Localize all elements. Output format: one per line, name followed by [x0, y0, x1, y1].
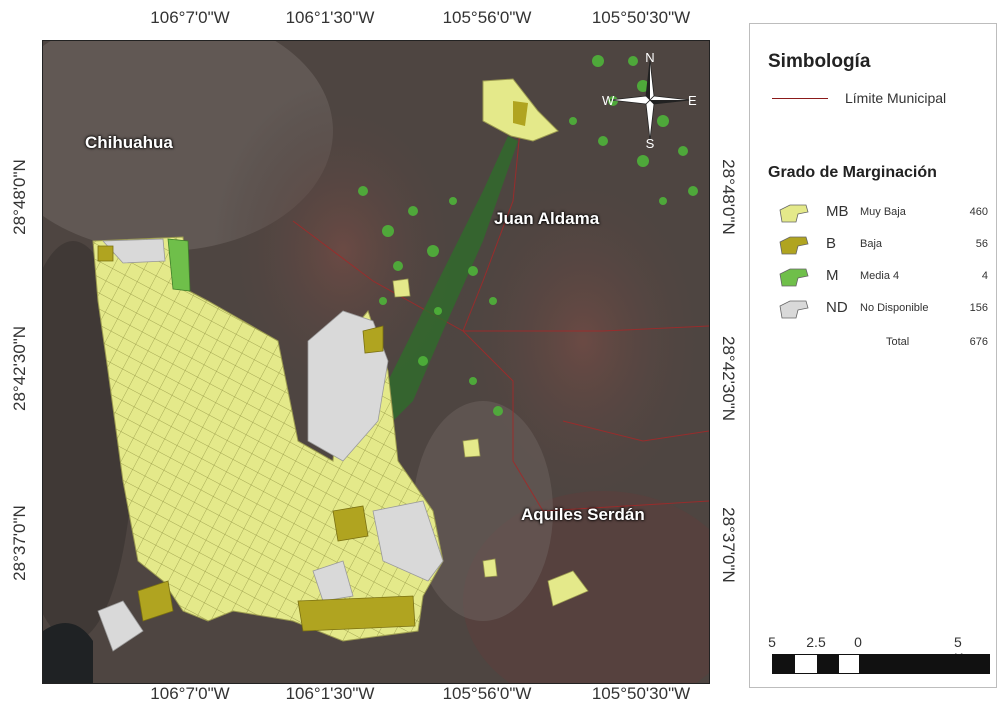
- legend-desc: Baja: [860, 238, 883, 250]
- agricultural-plots: [358, 55, 698, 416]
- coord-bottom-1: 106°7'0"W: [150, 684, 230, 703]
- label-chihuahua: Chihuahua: [85, 133, 173, 152]
- legend-abbr: MB: [826, 203, 849, 220]
- municipal-limit-swatch: [772, 98, 828, 99]
- satellite-map: [43, 41, 709, 683]
- total-count: 676: [969, 336, 988, 348]
- legend-item-mb: MB Muy Baja 460: [750, 200, 996, 226]
- swatch-mb: [779, 204, 809, 223]
- scale-bar: [772, 654, 990, 674]
- legend-title: Simbología: [768, 51, 871, 72]
- legend-item-m: M Media 4 4: [750, 264, 996, 290]
- legend-abbr: B: [826, 235, 837, 252]
- coord-bottom-2: 106°1'30"W: [285, 684, 375, 703]
- compass-rose: N S W E: [600, 50, 700, 151]
- legend-count: 56: [975, 238, 988, 250]
- legend-desc: No Disponible: [860, 302, 929, 314]
- coord-right-2: 28°42'30"N: [719, 336, 738, 422]
- swatch-nd: [779, 300, 809, 319]
- legend-desc: Media 4: [860, 270, 900, 282]
- legend-item-nd: ND No Disponible 156: [750, 296, 996, 322]
- swatch-b: [779, 236, 809, 255]
- coord-top-2: 106°1'30"W: [285, 8, 375, 27]
- coord-bottom-4: 105°50'30"W: [591, 684, 691, 703]
- scale-label-5: 5: [768, 634, 776, 650]
- compass-icon: N S W E: [602, 50, 697, 151]
- coord-left-2: 28°42'30"N: [10, 325, 29, 411]
- baja-areas: [97, 245, 416, 632]
- media-area: [167, 238, 191, 292]
- map-frame: Chihuahua Juan Aldama Aquiles Serdán: [42, 40, 710, 684]
- mountain-range: [213, 81, 473, 421]
- compass-e: E: [688, 93, 697, 108]
- reservoir: [43, 623, 93, 683]
- swatch-m: [779, 268, 809, 287]
- scale-label-2-5: 2.5: [806, 634, 826, 650]
- coord-top-1: 106°7'0"W: [150, 8, 230, 27]
- legend-item-b: B Baja 56: [750, 232, 996, 258]
- compass-s: S: [646, 136, 655, 150]
- grado-title: Grado de Marginación: [768, 164, 937, 181]
- municipal-limits: [292, 100, 709, 512]
- legend-abbr: M: [826, 267, 839, 284]
- coord-bottom-3: 105°56'0"W: [442, 684, 532, 703]
- valley: [413, 401, 553, 621]
- legend-count: 4: [981, 270, 988, 282]
- coord-top-4: 105°50'30"W: [591, 8, 691, 27]
- green-corridor: [378, 136, 518, 421]
- scattered-localities: [392, 278, 589, 607]
- municipal-limit-label: Límite Municipal: [845, 90, 947, 106]
- legend-count: 460: [969, 206, 988, 218]
- total-label: Total: [886, 336, 910, 348]
- label-juan-aldama: Juan Aldama: [494, 209, 600, 228]
- legend-desc: Muy Baja: [860, 206, 906, 218]
- legend-panel: Simbología Límite Municipal Grado de Mar…: [749, 23, 997, 688]
- legend-count: 156: [969, 302, 988, 314]
- coord-right-3: 28°37'0"N: [719, 507, 738, 583]
- coord-top-3: 105°56'0"W: [442, 8, 532, 27]
- coord-left-1: 28°48'0"N: [10, 159, 29, 235]
- legend-abbr: ND: [826, 299, 848, 316]
- scale-label-0: 0: [854, 634, 862, 650]
- compass-w: W: [602, 93, 615, 108]
- compass-n: N: [645, 50, 654, 65]
- town-juan-aldama-baja: [513, 101, 528, 126]
- label-aquiles-serdan: Aquiles Serdán: [521, 505, 645, 524]
- coord-left-3: 28°37'0"N: [10, 505, 29, 581]
- coord-right-1: 28°48'0"N: [719, 159, 738, 235]
